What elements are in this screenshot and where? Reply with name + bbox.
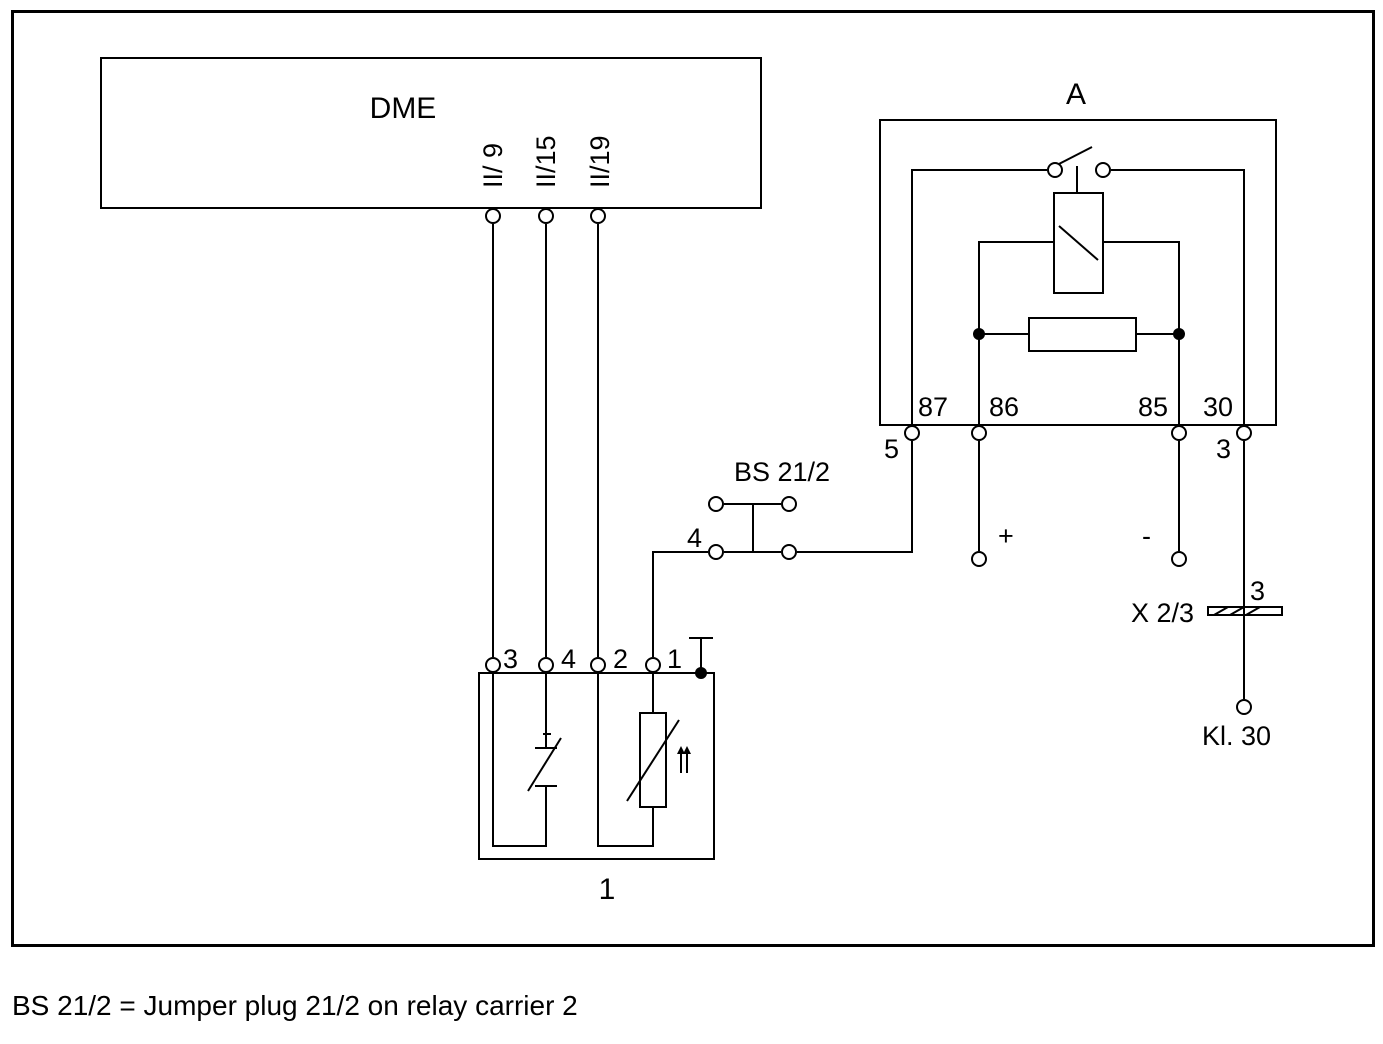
supply-minus-label: -: [1142, 521, 1151, 551]
relay-pin-left: 5: [884, 434, 899, 464]
relay-switch-contact: [1095, 162, 1111, 178]
dme-pin-terminal: [590, 208, 606, 224]
relay-pin-right: 3: [1216, 434, 1231, 464]
jumper-terminal: [708, 496, 724, 512]
sensor-pin-label: 2: [613, 644, 628, 674]
connector-label: X 2/3: [1131, 598, 1194, 628]
dme-box: [100, 57, 762, 209]
sensor-pin-terminal: [645, 657, 661, 673]
dme-title: DME: [370, 92, 437, 125]
sensor-pin-terminal: [590, 657, 606, 673]
connector-x23: [1207, 606, 1283, 616]
dme-pin-label: II/15: [531, 135, 561, 188]
supply-plus-terminal: [971, 551, 987, 567]
sensor-label: 1: [599, 873, 616, 906]
jumper-pin-label: 4: [687, 523, 702, 553]
sensor-pin-terminal: [538, 657, 554, 673]
relay-terminal-85: [1171, 425, 1187, 441]
dme-pin-label: II/19: [585, 135, 615, 188]
caption: BS 21/2 = Jumper plug 21/2 on relay carr…: [12, 990, 578, 1021]
sensor-pin-terminal: [485, 657, 501, 673]
relay-terminal-label: 86: [989, 392, 1019, 422]
relay-terminal-label: 87: [918, 392, 948, 422]
jumper-terminal: [781, 496, 797, 512]
relay-box: [879, 119, 1277, 426]
kl30-terminal: [1236, 699, 1252, 715]
supply-minus-terminal: [1171, 551, 1187, 567]
relay-terminal-86: [971, 425, 987, 441]
relay-junction-left: [973, 328, 985, 340]
relay-resistor: [1028, 317, 1137, 352]
kl30-label: Kl. 30: [1202, 721, 1271, 751]
ground-junction: [695, 667, 707, 679]
jumper-terminal: [781, 544, 797, 560]
dme-pin-terminal: [485, 208, 501, 224]
relay-terminal-label: 30: [1203, 392, 1233, 422]
sensor-pin-label: 1: [667, 644, 682, 674]
supply-plus-label: +: [998, 521, 1014, 551]
sensor-box: [478, 672, 715, 860]
jumper-label: BS 21/2: [734, 457, 830, 487]
jumper-terminal: [708, 544, 724, 560]
relay-terminal-87: [904, 425, 920, 441]
relay-title: A: [1066, 78, 1086, 111]
relay-junction-right: [1173, 328, 1185, 340]
sensor-pin-label: 3: [503, 644, 518, 674]
relay-terminal-30: [1236, 425, 1252, 441]
relay-switch-contact: [1047, 162, 1063, 178]
relay-terminal-label: 85: [1138, 392, 1168, 422]
connector-pin-label: 3: [1250, 576, 1265, 606]
dme-pin-label: II/ 9: [478, 143, 508, 188]
dme-pin-terminal: [538, 208, 554, 224]
sensor-pin-label: 4: [561, 644, 576, 674]
